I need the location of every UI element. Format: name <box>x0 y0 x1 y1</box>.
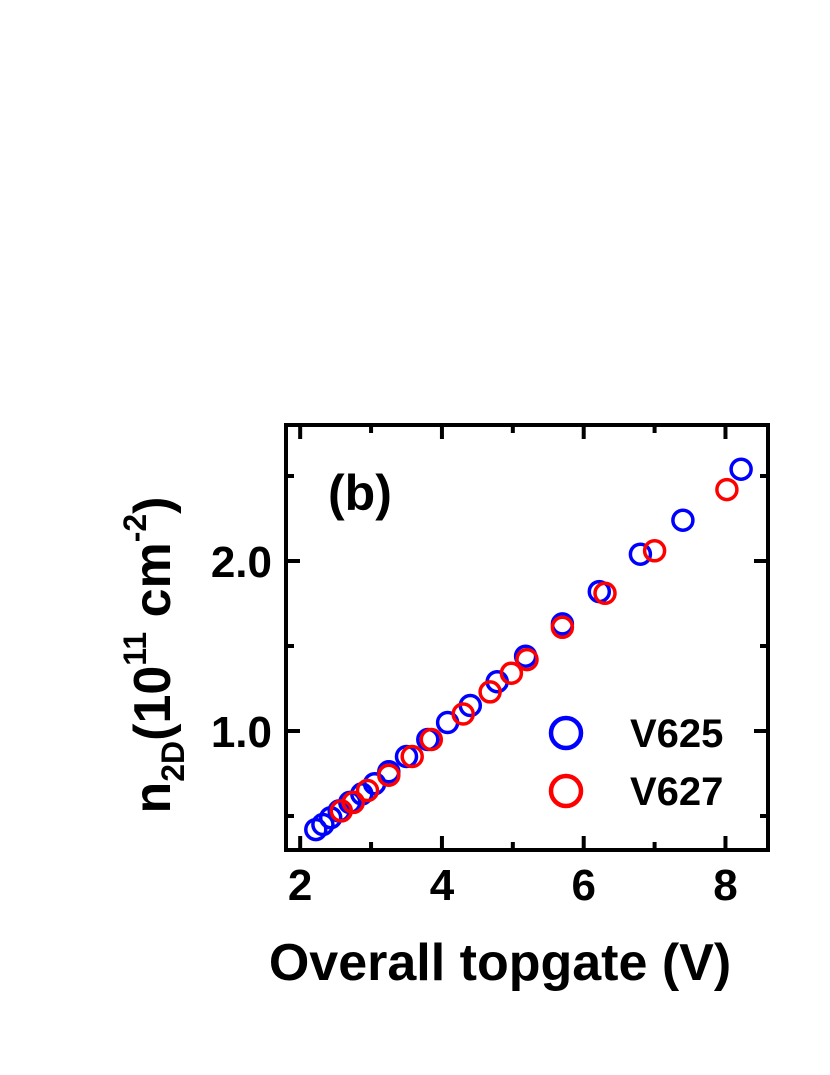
x-tick-label: 8 <box>713 861 737 910</box>
y-tick-label: 2.0 <box>211 538 272 587</box>
panel-label: (b) <box>328 465 392 521</box>
x-tick-label: 4 <box>430 861 455 910</box>
data-point-v627-10 <box>550 615 575 640</box>
data-point-v625-16 <box>628 542 653 566</box>
y-axis-title-unit-mid: cm <box>124 542 182 632</box>
legend-marker-v627 <box>548 773 584 809</box>
data-point-v627-4 <box>400 744 424 769</box>
y-axis-title-unit-exponent: -2 <box>117 514 153 542</box>
legend-label-v625: V625 <box>630 712 723 756</box>
axis-ticks <box>286 425 768 850</box>
y-axis-title-base: n <box>124 782 182 814</box>
x-tick-label: 6 <box>571 861 595 910</box>
data-point-v627-8 <box>499 661 524 685</box>
legend-label-v627: V627 <box>630 770 723 814</box>
data-point-v627-7 <box>478 680 502 704</box>
data-point-v625-18 <box>729 457 753 481</box>
legend-marker-v625 <box>548 715 584 751</box>
y-axis-title-subscript: 2D <box>155 741 191 782</box>
x-axis-title: Overall topgate (V) <box>269 934 731 992</box>
y-axis-title-unit-prefix: (10 <box>124 666 182 741</box>
y-tick-label: 1.0 <box>211 708 272 757</box>
data-point-v627-12 <box>642 539 667 563</box>
data-point-v627-1 <box>341 790 366 815</box>
data-points-layer <box>304 457 753 842</box>
data-point-v627-2 <box>355 778 380 803</box>
data-point-v627-6 <box>451 702 475 726</box>
data-point-v627-9 <box>515 647 539 672</box>
y-axis-title: n2D(1011 cm-2) <box>117 496 191 813</box>
data-point-v627-5 <box>419 727 444 752</box>
data-point-v627-11 <box>593 581 617 606</box>
x-tick-label: 2 <box>288 861 312 910</box>
y-axis-title-unit-suffix: ) <box>124 496 182 513</box>
axis-tick-labels: 2 4 6 8 1.0 2.0 <box>211 538 738 910</box>
data-point-v627-13 <box>715 477 739 502</box>
data-point-v625-17 <box>671 508 695 532</box>
data-point-v627-3 <box>377 763 401 787</box>
y-axis-title-exponent: 11 <box>117 632 153 666</box>
plot-frame <box>284 423 770 852</box>
